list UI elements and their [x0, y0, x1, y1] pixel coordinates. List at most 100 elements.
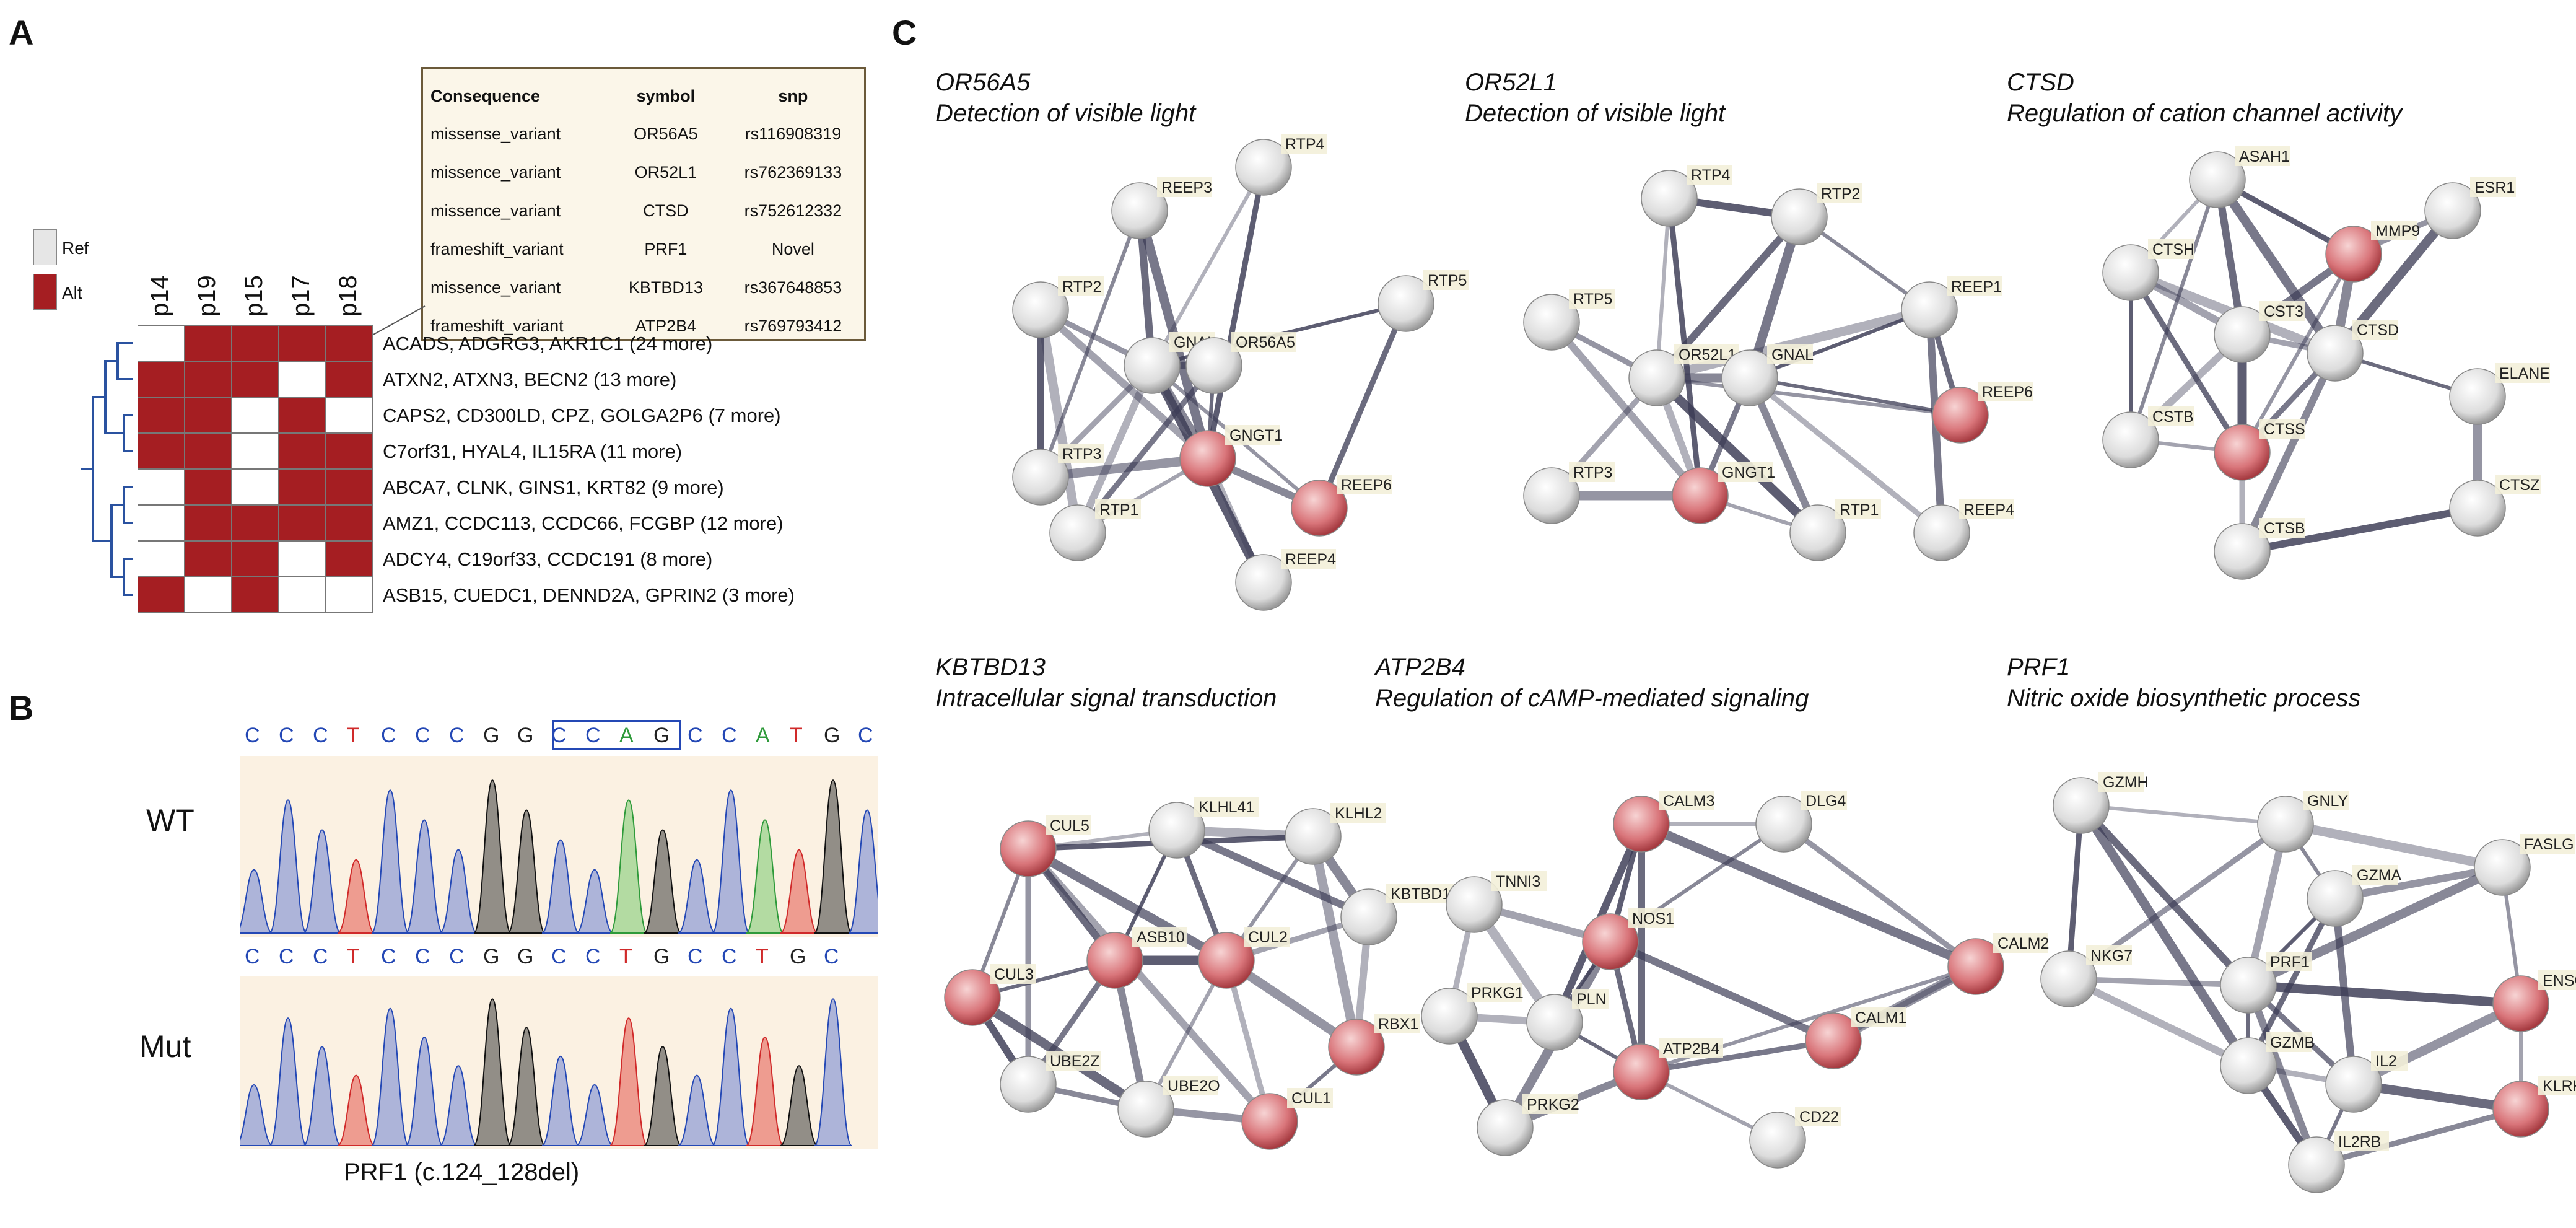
- network-node: [2325, 1056, 2382, 1113]
- node-label: CUL3: [994, 966, 1034, 983]
- network-edge: [1656, 376, 1961, 417]
- network-edge: [1548, 320, 1703, 498]
- network-node: [1721, 349, 1778, 406]
- network-node: [1672, 467, 1729, 524]
- trace-peak: [240, 1084, 273, 1146]
- trace-peak: [780, 1065, 818, 1146]
- node-label: GNAL: [1771, 346, 1814, 364]
- node-label-bg: [1281, 134, 1327, 154]
- node-label: UBE2O: [1168, 1077, 1220, 1095]
- sequence-base: C: [585, 724, 601, 747]
- heatmap-cell: [138, 505, 185, 541]
- node-label: RTP3: [1573, 464, 1612, 481]
- node-label: CALM2: [1997, 935, 2049, 952]
- heatmap-cell: [326, 541, 373, 577]
- network-edge: [1656, 305, 1931, 383]
- heatmap-cell: [326, 325, 373, 361]
- table-header: Consequence: [430, 86, 541, 105]
- trace-peak: [644, 1046, 682, 1146]
- node-label-bg: [1569, 462, 1615, 482]
- network-edge: [1639, 820, 1978, 971]
- table-header: snp: [778, 86, 808, 105]
- node-label: TNNI3: [1496, 873, 1540, 890]
- trace-peak: [746, 1036, 784, 1146]
- sequence-base: T: [790, 724, 803, 747]
- deletion-box: [552, 720, 681, 750]
- heatmap-cell: [185, 577, 232, 613]
- gene-row-label: ASB15, CUEDC1, DENND2A, GPRIN2 (3 more): [383, 584, 795, 606]
- network-node: [1582, 913, 1639, 970]
- node-label-bg: [1058, 276, 1104, 296]
- network-node: [2257, 796, 2314, 853]
- node-label-bg: [1767, 344, 1813, 364]
- network-node: [2102, 244, 2159, 301]
- table-cell: CTSD: [643, 201, 689, 220]
- heatmap-cell: [185, 541, 232, 577]
- sequence-base: C: [381, 724, 396, 747]
- node-label-bg: [1095, 499, 1141, 519]
- node-label-bg: [2148, 239, 2194, 259]
- node-label-bg: [1244, 927, 1290, 947]
- network-node: [1241, 1093, 1298, 1150]
- network-edge: [2334, 864, 2504, 902]
- node-label: IL2: [2375, 1053, 2397, 1070]
- node-label-bg: [2352, 320, 2398, 340]
- node-label: GNGT1: [1229, 427, 1283, 444]
- network-node: [1421, 988, 1478, 1045]
- sequence-base: G: [824, 724, 840, 747]
- table-cell: frameshift_variant: [430, 239, 564, 258]
- trace-peak: [814, 779, 852, 934]
- node-label-bg: [1423, 270, 1469, 290]
- mut-label: Mut: [139, 1029, 191, 1064]
- gene-row-label: AMZ1, CCDC113, CCDC66, FCGBP (12 more): [383, 512, 784, 534]
- trace-peak: [644, 829, 682, 934]
- network-node: [2040, 950, 2097, 1007]
- wt-chromatogram: [240, 779, 878, 934]
- network-node: [1613, 796, 1670, 853]
- gene-row-label: ABCA7, CLNK, GINS1, KRT82 (9 more): [383, 476, 724, 498]
- node-label-bg: [2495, 475, 2541, 494]
- sequence-base: G: [653, 724, 670, 747]
- node-label-bg: [1058, 444, 1104, 463]
- node-label: CTSB: [2264, 520, 2305, 537]
- table-cell: rs769793412: [744, 316, 842, 335]
- heatmap-cell: [279, 361, 326, 397]
- table-header: symbol: [636, 86, 696, 105]
- node-label: DLG4: [1805, 792, 1846, 810]
- table-cell: rs367648853: [744, 278, 842, 297]
- network-node: [1328, 1019, 1385, 1076]
- network-node: [1526, 994, 1583, 1051]
- node-label: RBX1: [1378, 1015, 1418, 1033]
- trace-peak: [678, 859, 716, 934]
- sequence-base: G: [517, 724, 534, 747]
- heatmap-cell: [279, 433, 326, 469]
- node-label-bg: [2495, 363, 2550, 383]
- trace-peak: [712, 789, 750, 934]
- heatmap-cell: [138, 361, 185, 397]
- node-label: CTSS: [2264, 421, 2305, 438]
- sequence-base: C: [279, 945, 294, 968]
- gene-row-label: ADCY4, C19orf33, CCDC191 (8 more): [383, 548, 713, 570]
- sequence-base: C: [585, 945, 601, 968]
- node-label-bg: [2259, 518, 2305, 538]
- network-node: [2449, 480, 2506, 537]
- heatmap-cell: [279, 577, 326, 613]
- network-node: [2288, 1136, 2345, 1193]
- network-edge: [1655, 198, 1671, 379]
- trace-peak: [609, 1017, 648, 1146]
- network-node: [1000, 1056, 1057, 1113]
- node-label-bg: [1046, 815, 1091, 835]
- sequence-base: C: [722, 724, 737, 747]
- trace-peak: [814, 998, 852, 1146]
- node-label: GZMH: [2103, 774, 2149, 791]
- node-label-bg: [1947, 276, 2002, 296]
- network-node: [2492, 975, 2549, 1032]
- network-edge: [2077, 802, 2253, 1069]
- trace-peak: [848, 809, 878, 934]
- network-node: [2220, 957, 2277, 1014]
- network-node: [1523, 294, 1580, 351]
- trace-peak: [473, 779, 512, 934]
